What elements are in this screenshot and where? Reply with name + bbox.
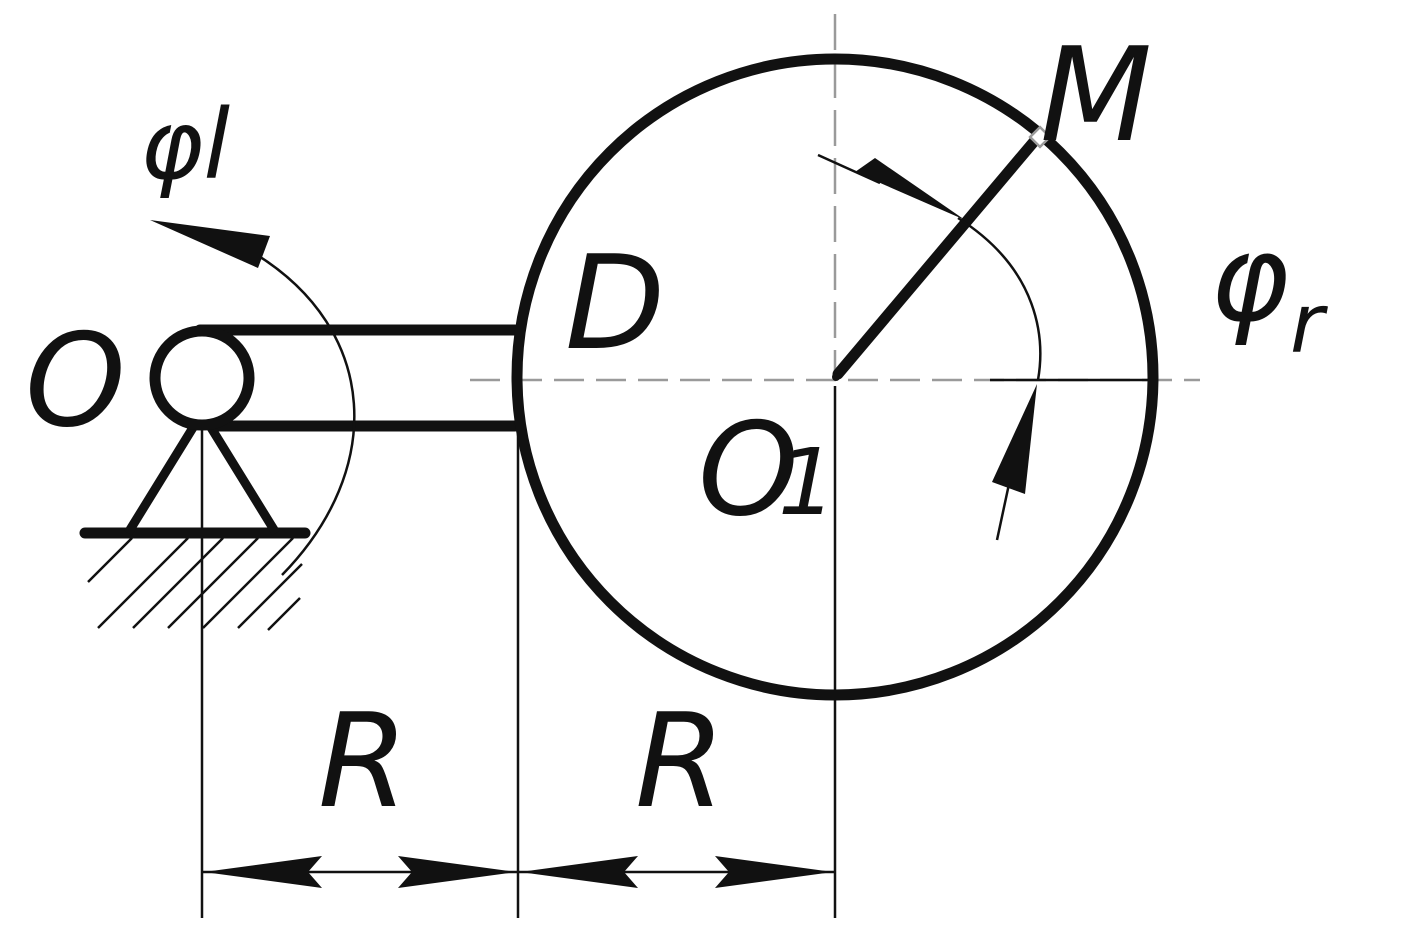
label-angle-phi-r-subscript: r (1290, 277, 1328, 372)
angle-phi-l-arc (253, 251, 356, 576)
crank-link (194, 324, 521, 432)
hatch-line (132, 537, 224, 629)
pivot-joint-O (149, 325, 255, 431)
hatch-line (202, 537, 294, 629)
angle-phi-r-arc (957, 216, 1042, 381)
hatch-line (167, 537, 259, 629)
dimension-line (202, 856, 835, 888)
dim-arrow-left-1 (204, 856, 322, 888)
hatch-line (267, 597, 301, 631)
label-disk-D: D (565, 227, 665, 379)
label-dimension-R-right: R (635, 685, 725, 837)
label-point-M: M (1040, 19, 1152, 171)
label-dimension-R-left: R (318, 685, 408, 837)
dim-arrow-left-2 (520, 856, 638, 888)
disk (511, 53, 1159, 701)
hatch-line (87, 537, 133, 583)
radius-O1-M (832, 132, 1043, 380)
angle-phi-r-arrowhead-bottom (992, 384, 1037, 494)
extension-lines (200, 380, 837, 918)
hatch-line (237, 563, 303, 629)
label-pivot-O: O (25, 307, 126, 456)
dim-arrow-right-2 (715, 856, 833, 888)
ground-hatching (87, 537, 303, 631)
label-center-O1: O (698, 396, 799, 545)
label-angle-phi-r: φ (1210, 210, 1289, 349)
angle-phi-r-arrowhead-top (855, 158, 965, 220)
label-angle-phi-l: φl (140, 89, 230, 201)
center-point-O1 (832, 373, 840, 381)
dim-arrow-right-1 (398, 856, 516, 888)
label-center-O1-subscript: 1 (778, 429, 837, 536)
point-M-marker (1028, 125, 1052, 149)
hatch-line (97, 537, 189, 629)
angle-phi-l-arrowhead (150, 220, 270, 268)
